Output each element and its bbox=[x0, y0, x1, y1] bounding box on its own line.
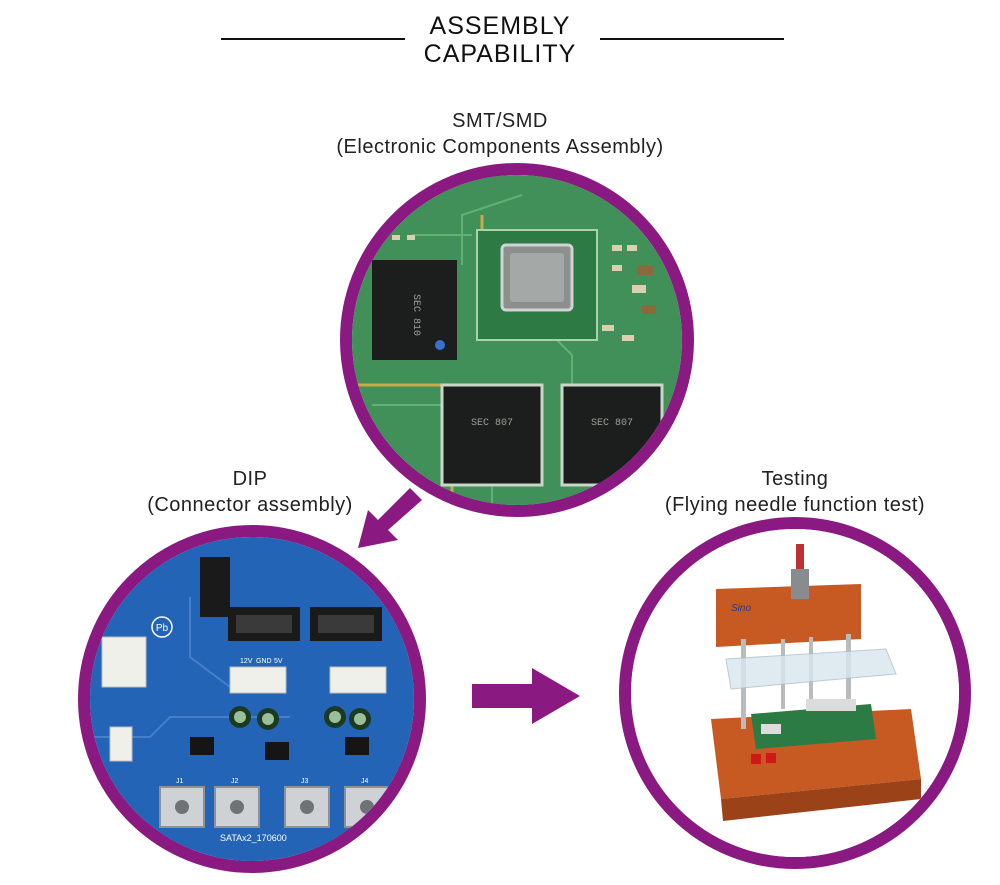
smt-subtitle: (Electronic Components Assembly) bbox=[336, 136, 664, 158]
page-title-line1: ASSEMBLY bbox=[429, 12, 571, 40]
test-fixture-illustration: Sino bbox=[631, 529, 959, 857]
title-rule-right bbox=[600, 38, 784, 40]
page-title: ASSEMBLY CAPABILITY bbox=[400, 12, 600, 68]
label-12v: 12V bbox=[240, 658, 253, 665]
label-gnd: GND bbox=[256, 658, 272, 665]
dip-photo-circle: 12V GND 5V Pb J1 J2 J3 J4 SATAx2_170600 bbox=[78, 525, 426, 873]
label-j1: J1 bbox=[176, 778, 184, 785]
title-rule-left bbox=[221, 38, 405, 40]
page-title-line2: CAPABILITY bbox=[423, 40, 577, 68]
label-j4: J4 bbox=[361, 778, 369, 785]
board-name: SATAx2_170600 bbox=[220, 833, 287, 843]
smt-pcb-illustration: SEC 810 SEC 807 SEC 807 bbox=[352, 175, 682, 505]
label-5v: 5V bbox=[274, 658, 283, 665]
dip-label: DIP (Connector assembly) bbox=[110, 466, 390, 518]
testing-photo-circle: Sino bbox=[619, 517, 971, 869]
testing-subtitle: (Flying needle function test) bbox=[664, 494, 926, 516]
smt-photo-circle: SEC 810 SEC 807 SEC 807 bbox=[340, 163, 694, 517]
dip-pcb-illustration: 12V GND 5V Pb J1 J2 J3 J4 SATAx2_170600 bbox=[90, 537, 414, 861]
pb-mark: Pb bbox=[156, 623, 169, 634]
dip-title: DIP bbox=[232, 468, 268, 490]
chip3-marking: SEC 807 bbox=[591, 418, 633, 429]
chip2-marking: SEC 807 bbox=[471, 418, 513, 429]
testing-title: Testing bbox=[761, 468, 829, 490]
dip-subtitle: (Connector assembly) bbox=[147, 494, 353, 516]
arrow-down-left-icon bbox=[358, 488, 422, 548]
chip1-marking: SEC 810 bbox=[410, 294, 421, 336]
testing-label: Testing (Flying needle function test) bbox=[630, 466, 960, 518]
label-j3: J3 bbox=[301, 778, 309, 785]
fixture-brand: Sino bbox=[731, 603, 751, 614]
arrow-right-icon bbox=[472, 668, 580, 724]
smt-title: SMT/SMD bbox=[452, 110, 548, 132]
label-j2: J2 bbox=[231, 778, 239, 785]
smt-label: SMT/SMD (Electronic Components Assembly) bbox=[300, 108, 700, 160]
